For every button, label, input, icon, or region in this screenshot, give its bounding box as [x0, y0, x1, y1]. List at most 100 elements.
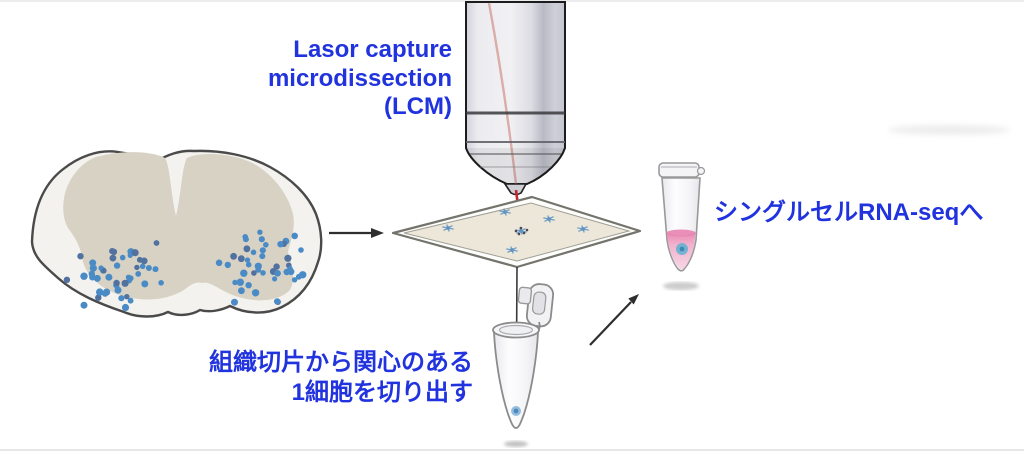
cell-dot — [254, 262, 262, 270]
cell-dot — [125, 274, 132, 281]
slide-cell — [499, 208, 511, 216]
cell-dot — [243, 245, 251, 253]
excise-label-line2: 1細胞を切り出す — [291, 379, 473, 406]
cell-dot — [284, 254, 292, 262]
rnaseq-tube-cap — [658, 162, 700, 178]
cell-dot — [245, 282, 252, 289]
rnaseq-tube-shadow — [663, 282, 699, 290]
cell-dot — [127, 297, 134, 304]
cell-dot — [244, 257, 251, 263]
collection-tube-open — [492, 283, 555, 447]
arrow-tube-to-rnaseq — [589, 294, 639, 346]
cell-dot — [152, 266, 159, 273]
cell-dot — [215, 259, 223, 267]
cell-dot — [250, 249, 257, 256]
lcm-label-line3: (LCM) — [384, 93, 452, 120]
rnaseq-label-line: シングルセルRNA-seqへ — [714, 199, 984, 226]
cell-dot — [110, 248, 118, 255]
slide-cell — [506, 246, 518, 254]
cell-dot — [95, 294, 102, 301]
cell-dot — [77, 253, 84, 260]
cell-dot — [124, 294, 130, 300]
cell-dot — [263, 242, 269, 248]
cell-dot — [257, 229, 263, 235]
cell-dot — [113, 262, 121, 269]
cell-body — [510, 248, 514, 252]
cell-dot — [118, 295, 125, 302]
cell-dot — [89, 264, 97, 272]
lcm-slide — [391, 195, 642, 269]
debris-speck — [517, 232, 521, 236]
cell-body — [503, 210, 507, 214]
cell-dot — [134, 264, 140, 271]
cell-dot — [274, 298, 281, 305]
cell-dot — [287, 265, 293, 272]
lcm-label: Lasor capture microdissection (LCM) — [222, 36, 452, 122]
cell-dot — [274, 270, 281, 277]
cell-dot — [295, 273, 302, 280]
rnaseq-cell-core — [679, 246, 685, 252]
cell-dot — [236, 278, 244, 286]
debris-speck — [522, 231, 526, 235]
cell-dot — [121, 279, 129, 287]
captured-cell-core — [513, 408, 519, 414]
rnaseq-label: シングルセルRNA-seqへ — [714, 198, 1014, 228]
left-ventral-horn — [63, 240, 164, 312]
cell-dot — [259, 247, 266, 254]
cell-dot — [242, 234, 248, 240]
cell-dot — [240, 269, 248, 277]
cell-dot — [114, 286, 122, 294]
cell-dot — [135, 271, 142, 277]
bottom-border-line — [0, 449, 1024, 451]
arrow-tissue-to-slide — [329, 228, 384, 238]
rnaseq-liquid-surface — [666, 229, 696, 237]
cell-dot — [109, 254, 117, 262]
background-artifact — [888, 125, 1010, 135]
cell-dot — [127, 252, 133, 258]
cell-dot — [153, 240, 160, 246]
lcm-label-line2: microdissection — [267, 64, 452, 92]
laser-beam-internal — [487, 2, 518, 185]
debris-speck — [525, 228, 529, 232]
motor-neuron-dot-clusters — [63, 229, 307, 312]
tube-shadow — [504, 441, 528, 447]
cell-dot — [140, 257, 148, 265]
cell-dot — [251, 289, 260, 297]
objective-taper-shade — [466, 148, 565, 184]
cell-dot — [259, 253, 266, 260]
cell-dot — [145, 265, 152, 271]
cell-dot — [273, 263, 280, 270]
cell-dot — [224, 261, 231, 269]
cell-dot — [63, 276, 71, 283]
cell-dot — [131, 249, 139, 257]
cell-dot — [291, 232, 299, 240]
tube-lid-open — [517, 283, 555, 328]
cell-dot — [245, 261, 252, 268]
objective-body — [465, 1, 566, 185]
tissue-section — [30, 149, 323, 318]
rnaseq-cap-tab — [696, 166, 706, 176]
cell-dot — [238, 287, 245, 295]
lcm-label-line1: Lasor capture — [293, 36, 452, 63]
cell-dot — [230, 252, 238, 260]
rnaseq-tube-closed — [658, 162, 706, 290]
cell-dot — [80, 272, 88, 280]
cell-dot — [258, 236, 265, 243]
cell-dot — [158, 280, 164, 286]
slide-cell — [543, 215, 555, 223]
excise-label: 組織切片から関心のある 1細胞を切り出す — [183, 348, 473, 408]
cell-dot — [260, 270, 266, 276]
tube-body — [493, 331, 539, 429]
cell-dot — [119, 254, 126, 261]
cell-dot — [93, 274, 101, 282]
slide-cells — [442, 208, 589, 254]
cell-dot — [237, 255, 245, 263]
cell-dot — [103, 288, 111, 296]
slide-cell — [577, 225, 589, 233]
cell-dot — [277, 241, 284, 248]
cell-dot — [272, 276, 278, 282]
cell-dot — [298, 247, 304, 253]
gray-matter — [63, 152, 294, 301]
cell-dot — [105, 273, 113, 281]
